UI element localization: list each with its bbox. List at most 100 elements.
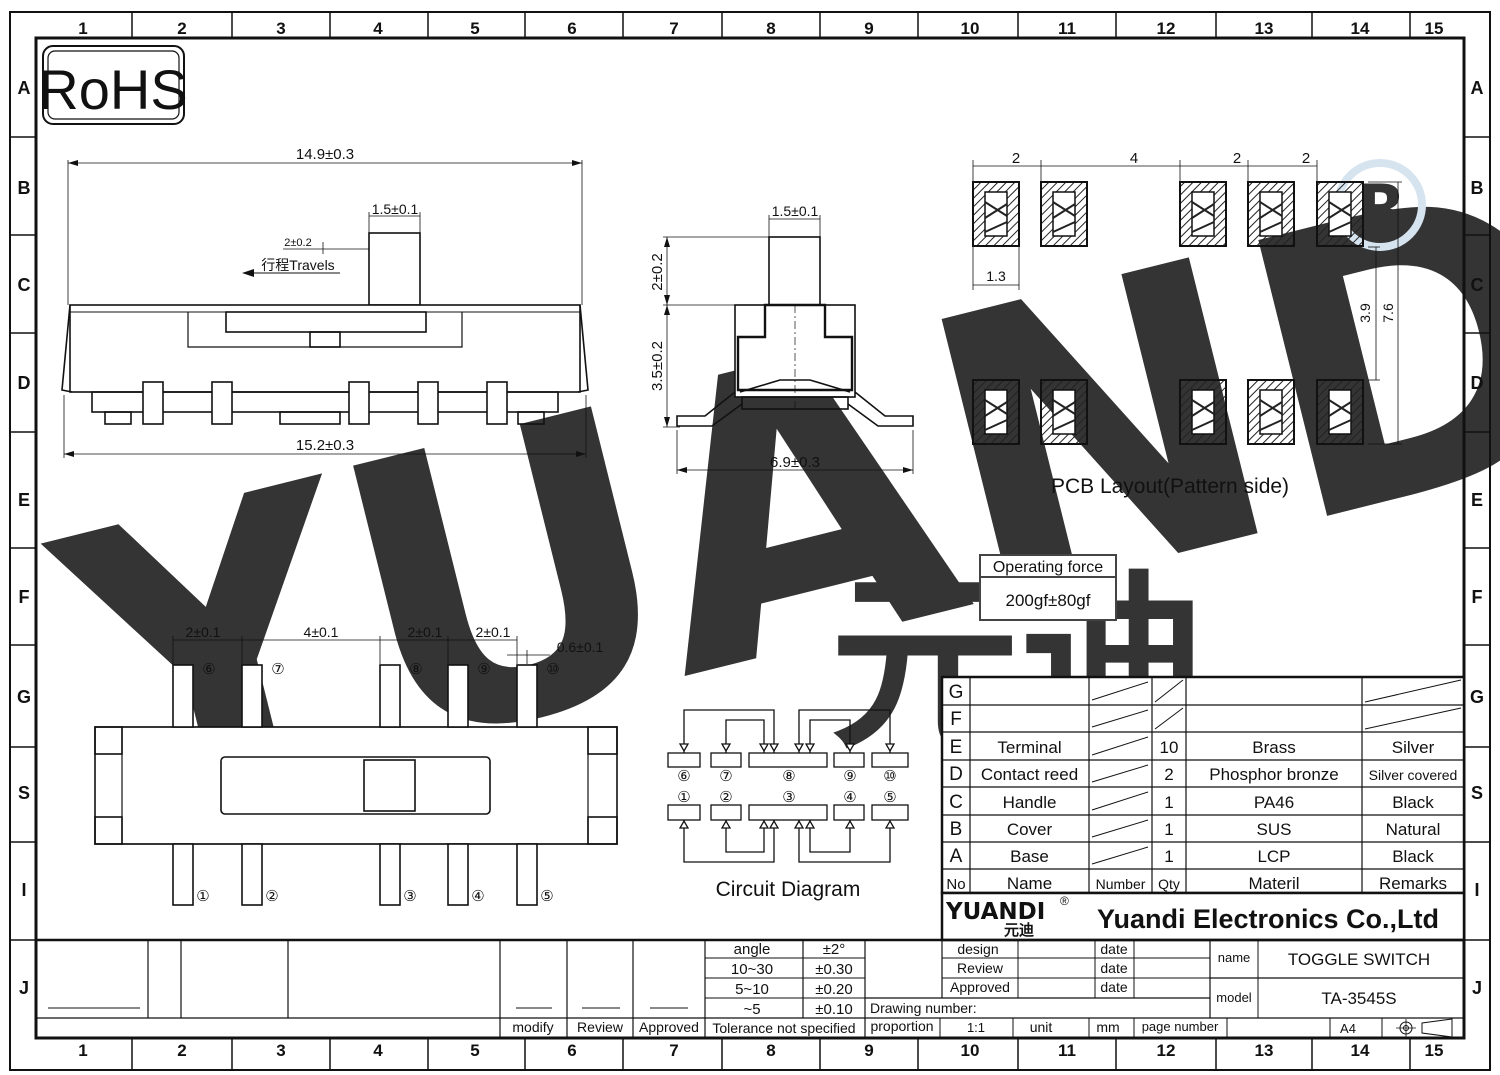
pcb-pad [1179, 181, 1227, 247]
tolerance-value: ±0.20 [815, 981, 852, 998]
title-block: angle±2°10~30±0.305~10±0.20~5±0.10 modif… [36, 938, 1464, 1038]
svg-text:SUS: SUS [1257, 820, 1292, 839]
column-label: 3 [276, 1041, 285, 1060]
rohs-badge: RoHS [38, 45, 188, 125]
circuit-label: ③ [782, 789, 795, 806]
pcb-caption: PCB Layout(Pattern side) [1051, 475, 1289, 498]
row-label: A [1471, 78, 1484, 98]
pcb-pad [972, 379, 1020, 445]
svg-text:Handle: Handle [1003, 793, 1057, 812]
end-view-width-dim: 6.9±0.3 [770, 454, 820, 471]
bottom-pin [379, 843, 401, 906]
bottom-pin-label: ④ [471, 888, 484, 905]
tolerance-range: 5~10 [735, 981, 769, 998]
top-view-dim-1: 2±0.1 [186, 624, 221, 640]
column-label: 10 [961, 19, 980, 38]
circuit-contact [833, 804, 865, 821]
circuit-label: ⑩ [883, 768, 896, 785]
svg-text:Black: Black [1392, 847, 1434, 866]
row-label: C [1471, 275, 1484, 295]
approved-label: Approved [950, 979, 1010, 995]
pcb-dimensions [972, 160, 1402, 445]
top-pin [379, 664, 401, 728]
column-label: 1 [78, 19, 87, 38]
top-view-dim-2: 4±0.1 [304, 624, 339, 640]
svg-text:Terminal: Terminal [997, 738, 1061, 757]
operating-force-box: Operating force 200gf±80gf [979, 554, 1117, 621]
column-label: 2 [177, 1041, 186, 1060]
pcb-pad [972, 181, 1020, 247]
side-view-travel-label: 行程Travels [261, 257, 334, 273]
column-label: 13 [1255, 1041, 1274, 1060]
pcb-dim-4: 2 [1302, 150, 1310, 167]
tolerance-value: ±0.30 [815, 961, 852, 978]
pcb-pad-width-dim: 1.3 [986, 268, 1006, 284]
circuit-contact [833, 752, 865, 768]
circuit-contact [871, 804, 909, 821]
end-view-handle-dim: 1.5±0.1 [772, 203, 819, 219]
date-label-1: date [1100, 941, 1127, 957]
circuit-label: ⑤ [883, 789, 896, 806]
drawing-frame [9, 11, 1491, 1071]
top-pin [241, 664, 263, 728]
svg-text:Natural: Natural [1386, 820, 1441, 839]
bottom-pin-label: ① [196, 888, 209, 905]
svg-text:Silver covered: Silver covered [1369, 767, 1458, 783]
svg-text:Number: Number [1096, 876, 1146, 892]
circuit-contact [710, 804, 742, 821]
side-view-travel-dim: 2±0.2 [284, 237, 311, 249]
pcb-pad [1247, 181, 1295, 247]
svg-text:Black: Black [1392, 793, 1434, 812]
pcb-dim-1: 2 [1012, 150, 1020, 167]
pcb-pad [1179, 379, 1227, 445]
frame-ticks [10, 12, 1490, 1070]
model-value: TA-3545S [1321, 989, 1396, 1008]
svg-text:No: No [946, 876, 965, 893]
top-view-labels: 2±0.1 4±0.1 2±0.1 2±0.1 0.6±0.1 [186, 624, 604, 655]
top-pin-label: ⑥ [202, 661, 215, 678]
top-pin [516, 664, 538, 728]
top-pin-label: ⑧ [409, 661, 422, 678]
pcb-pad [1040, 181, 1088, 247]
company-logo: YUANDI [945, 899, 1045, 925]
column-label: 11 [1058, 19, 1076, 38]
bottom-pin-label: ② [265, 888, 278, 905]
column-label: 5 [470, 1041, 479, 1060]
svg-text:LCP: LCP [1257, 847, 1290, 866]
top-pin-label: ⑩ [546, 661, 559, 678]
column-label: 8 [766, 1041, 775, 1060]
date-label-3: date [1100, 979, 1127, 995]
svg-text:1: 1 [1164, 847, 1173, 866]
circuit-contact [667, 804, 701, 821]
row-label: A [18, 78, 31, 98]
bottom-pin [241, 843, 263, 906]
top-pin-label: ⑦ [271, 661, 284, 678]
end-view [663, 215, 914, 474]
end-view-handle-height-dim: 2±0.2 [649, 253, 666, 290]
tolerance-range: 10~30 [731, 961, 773, 978]
top-view [94, 636, 618, 845]
circuit-label: ⑥ [677, 768, 690, 785]
pcb-layout [972, 181, 1364, 445]
svg-text:Phosphor bronze: Phosphor bronze [1209, 765, 1338, 784]
row-label: B [18, 178, 31, 198]
row-label: J [19, 978, 29, 998]
column-label: 7 [669, 19, 678, 38]
top-pin-label: ⑨ [477, 661, 490, 678]
circuit-label: ⑧ [782, 768, 795, 785]
page-number-label: page number [1142, 1019, 1219, 1034]
svg-text:Contact reed: Contact reed [981, 765, 1078, 784]
pcb-dim-76: 7.6 [1380, 303, 1396, 323]
column-label: 9 [864, 19, 873, 38]
paper-size: A4 [1340, 1021, 1356, 1036]
rohs-text: RoHS [38, 58, 187, 121]
svg-text:D: D [949, 764, 963, 785]
column-label: 4 [373, 19, 383, 38]
svg-text:PA46: PA46 [1254, 793, 1294, 812]
